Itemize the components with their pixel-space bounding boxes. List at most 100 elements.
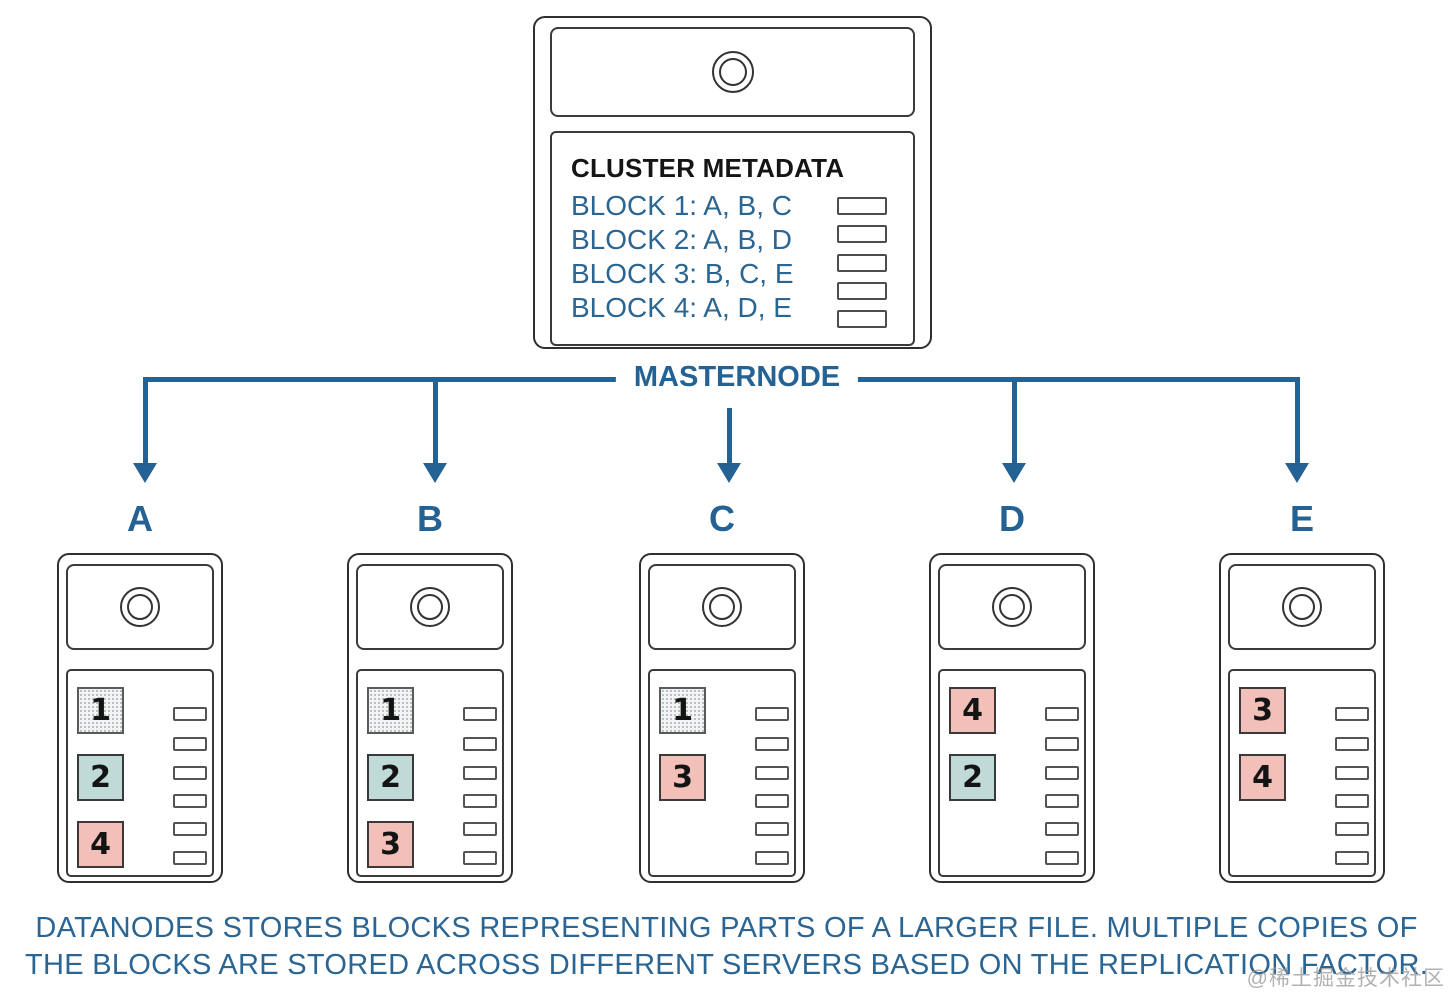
block-number: 1 <box>90 693 111 728</box>
caption-line-2: THE BLOCKS ARE STORED ACROSS DIFFERENT S… <box>24 949 1429 981</box>
block-number: 1 <box>380 693 401 728</box>
vent-slot <box>173 822 207 836</box>
arrow-down-icon <box>717 463 741 483</box>
vent-slot <box>837 197 887 215</box>
vent-slot <box>1335 851 1369 865</box>
drive-bay-panel: 4 2 <box>938 669 1086 877</box>
arrow-down-icon <box>1002 463 1026 483</box>
connector-line-a <box>142 377 148 465</box>
connector-line-c <box>726 408 732 465</box>
block-number: 2 <box>962 760 983 795</box>
block-chip: 3 <box>659 754 706 801</box>
vent-slot <box>1045 737 1079 751</box>
vent-slot <box>755 794 789 808</box>
block-number: 3 <box>1252 693 1273 728</box>
vent-slot <box>173 737 207 751</box>
power-button-inner-icon <box>709 594 735 620</box>
vent-slot <box>837 254 887 272</box>
block-chip: 1 <box>367 687 414 734</box>
datanode-a-server-box: 1 2 4 <box>57 553 223 883</box>
power-button-icon <box>702 587 742 627</box>
vent-slot <box>463 707 497 721</box>
power-button-inner-icon <box>718 58 747 86</box>
datanode-b-label: B <box>417 498 443 539</box>
vent-slot <box>173 707 207 721</box>
vent-slot <box>463 822 497 836</box>
power-button-icon <box>120 587 160 627</box>
cluster-metadata-title: CLUSTER METADATA <box>571 153 845 183</box>
cluster-metadata-panel: CLUSTER METADATA BLOCK 1: A, B, C BLOCK … <box>550 131 915 346</box>
metadata-row-block3: BLOCK 3: B, C, E <box>571 258 794 289</box>
block-chip: 2 <box>77 754 124 801</box>
block-number: 1 <box>672 693 693 728</box>
cluster-metadata-rows: BLOCK 1: A, B, C BLOCK 2: A, B, D BLOCK … <box>571 189 794 325</box>
block-number: 4 <box>90 827 111 862</box>
arrow-down-icon <box>423 463 447 483</box>
connector-line-e <box>1294 377 1300 465</box>
datanode-top-panel <box>938 564 1086 650</box>
power-button-icon <box>992 587 1032 627</box>
watermark: @稀土掘金技术社区 <box>1246 967 1445 990</box>
power-button-icon <box>1282 587 1322 627</box>
block-number: 2 <box>380 760 401 795</box>
datanode-e-server-box: 3 4 <box>1219 553 1385 883</box>
vent-slot <box>755 707 789 721</box>
masternode-server-box: CLUSTER METADATA BLOCK 1: A, B, C BLOCK … <box>533 16 932 349</box>
block-chip: 1 <box>659 687 706 734</box>
masternode-top-panel <box>550 27 915 117</box>
vent-slot <box>755 851 789 865</box>
datanode-d-server-box: 4 2 <box>929 553 1095 883</box>
connector-line-d <box>1011 377 1017 465</box>
datanode-d-label: D <box>999 498 1025 539</box>
vent-slot <box>1045 794 1079 808</box>
power-button-icon <box>711 51 754 93</box>
drive-bay-panel: 3 4 <box>1228 669 1376 877</box>
block-number: 2 <box>90 760 111 795</box>
arrow-down-icon <box>133 463 157 483</box>
vent-slot <box>173 851 207 865</box>
power-button-icon <box>410 587 450 627</box>
power-button-inner-icon <box>1289 594 1315 620</box>
vent-slot <box>1335 822 1369 836</box>
vent-slot <box>1335 766 1369 780</box>
datanode-c-label: C <box>709 498 735 539</box>
vent-slot <box>1045 707 1079 721</box>
datanode-b: B 1 2 3 <box>347 500 513 883</box>
block-chip: 4 <box>77 821 124 868</box>
datanode-a: A 1 2 4 <box>57 500 223 883</box>
vent-slot <box>755 766 789 780</box>
block-chip: 3 <box>1239 687 1286 734</box>
vent-slot <box>837 282 887 300</box>
datanode-top-panel <box>648 564 796 650</box>
connector-line-b <box>432 377 438 465</box>
block-chip: 2 <box>949 754 996 801</box>
datanode-e-label: E <box>1289 498 1314 539</box>
block-chip: 4 <box>949 687 996 734</box>
vent-slot <box>1045 822 1079 836</box>
power-button-inner-icon <box>127 594 153 620</box>
datanode-d: D 4 2 <box>929 500 1095 883</box>
drive-bay-panel: 1 3 <box>648 669 796 877</box>
vent-slot <box>755 822 789 836</box>
block-number: 4 <box>962 693 983 728</box>
arrow-down-icon <box>1285 463 1309 483</box>
datanode-e: E 3 4 <box>1219 500 1385 883</box>
vent-slot <box>1335 794 1369 808</box>
block-chip: 1 <box>77 687 124 734</box>
block-chip: 3 <box>367 821 414 868</box>
datanode-c-server-box: 1 3 <box>639 553 805 883</box>
vent-slot <box>1335 707 1369 721</box>
vent-slot <box>173 766 207 780</box>
metadata-row-block2: BLOCK 2: A, B, D <box>571 224 792 255</box>
power-button-inner-icon <box>417 594 443 620</box>
datanode-top-panel <box>356 564 504 650</box>
caption-line-1: DATANODES STORES BLOCKS REPRESENTING PAR… <box>35 912 1418 944</box>
vent-slot <box>463 794 497 808</box>
vent-slot <box>173 794 207 808</box>
vent-slot <box>1045 766 1079 780</box>
vent-slot <box>1045 851 1079 865</box>
vent-slot <box>837 310 887 328</box>
vent-slot <box>463 851 497 865</box>
block-number: 3 <box>380 827 401 862</box>
